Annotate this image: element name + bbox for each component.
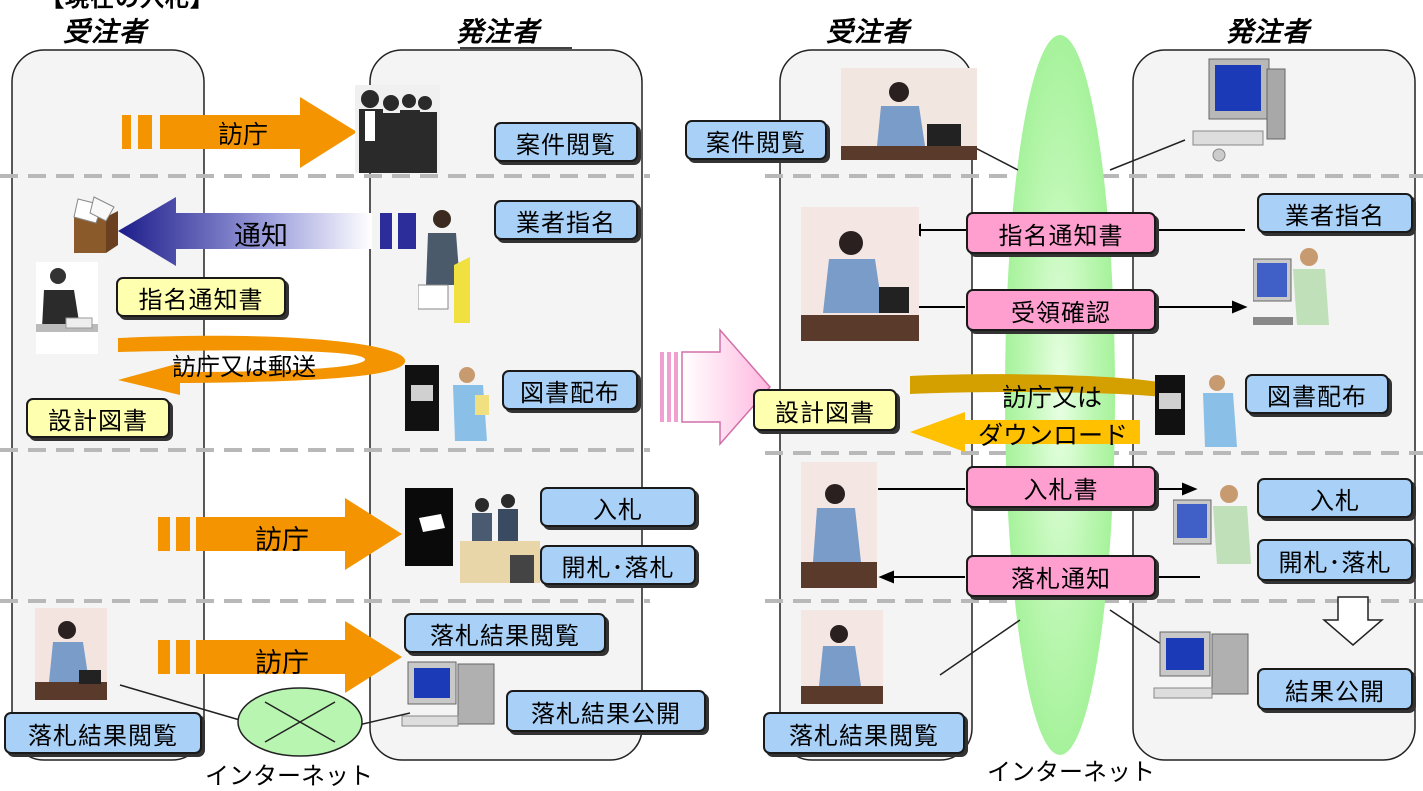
left-award-result-view-client-box: 落札結果閲覧 — [404, 613, 606, 653]
left-visit-label-2: 訪庁 — [255, 525, 309, 556]
left-mailbox-icon — [66, 195, 126, 255]
left-arrow-visit-2 — [158, 498, 402, 570]
left-vendor-nomination-box: 業者指名 — [494, 200, 638, 240]
right-client-worker-figure — [1253, 245, 1333, 343]
left-bid-box: 入札 — [540, 487, 696, 527]
left-visit-label-3: 訪庁 — [255, 648, 309, 679]
right-vendor-nomination-box: 業者指名 — [1257, 193, 1413, 233]
left-notify-label: 通知 — [234, 221, 288, 252]
right-design-drawings-box: 設計図書 — [753, 389, 897, 431]
right-handshake-photo — [1155, 375, 1247, 447]
left-arrow-visit-3 — [158, 621, 402, 693]
right-award-notice-box: 落札通知 — [966, 555, 1156, 597]
left-bid-photo-dark — [405, 488, 453, 566]
right-client-computer-1 — [1183, 55, 1287, 165]
left-case-view-box: 案件閲覧 — [494, 122, 638, 162]
left-handshake-photo — [405, 365, 495, 445]
right-arrow-visit-or-download — [910, 374, 1185, 452]
right-bid-photo — [801, 462, 877, 588]
left-visit-label-1: 訪庁 — [218, 120, 269, 149]
left-drawing-distribution-box: 図書配布 — [502, 370, 638, 410]
right-drawing-distribution-box: 図書配布 — [1245, 374, 1389, 414]
left-arrow-visit-1 — [122, 97, 357, 168]
right-contractor-header: 受注者 — [826, 17, 910, 48]
left-client-header: 発注者 — [456, 17, 540, 48]
left-bid-panel-photo — [460, 487, 540, 583]
right-arrow-bid — [878, 482, 1198, 496]
right-nomination-photo — [801, 207, 919, 341]
right-nomination-notice-box: 指名通知書 — [966, 212, 1156, 254]
right-bid-client-figure — [1173, 478, 1255, 578]
left-people-lineup-photo — [355, 85, 440, 173]
left-computer-icon — [398, 660, 502, 738]
right-result-publish-box: 結果公開 — [1257, 668, 1413, 710]
left-header-partial: 【現在の入札】 — [40, 0, 215, 13]
right-client-computer-2 — [1150, 630, 1252, 710]
left-award-result-publish-box: 落札結果公開 — [506, 690, 706, 732]
right-visit-or-download-label-2: ダウンロード — [978, 421, 1129, 450]
right-arrow-receipt — [918, 300, 1248, 314]
left-result-photo — [35, 608, 107, 700]
right-bid-form-box: 入札書 — [966, 466, 1156, 508]
left-internet-label: インターネット — [205, 762, 373, 790]
left-deskworker-photo — [36, 262, 98, 354]
left-nomination-notice-box: 指名通知書 — [116, 277, 286, 317]
left-contractor-header: 受注者 — [63, 17, 147, 48]
right-client-header: 発注者 — [1226, 17, 1310, 48]
left-arrow-visit-or-mail — [118, 335, 406, 395]
left-award-result-view-contractor-box: 落札結果閲覧 — [4, 712, 202, 754]
left-design-drawings-box: 設計図書 — [26, 398, 170, 438]
right-down-arrow — [1321, 596, 1385, 646]
right-bid-box: 入札 — [1257, 478, 1413, 518]
right-case-view-box: 案件閲覧 — [685, 120, 827, 160]
right-case-view-photo — [841, 68, 977, 160]
left-opening-award-box: 開札･落札 — [540, 545, 696, 585]
right-result-photo — [801, 610, 883, 704]
left-visit-or-mail-label: 訪庁又は郵送 — [172, 353, 316, 381]
right-opening-award-box: 開札･落札 — [1257, 539, 1413, 581]
right-internet-label: インターネット — [987, 758, 1155, 786]
left-nominator-figure — [418, 205, 474, 325]
right-receipt-confirmation-box: 受領確認 — [966, 289, 1156, 331]
left-internet-oval — [119, 684, 411, 757]
transition-arrow — [660, 328, 771, 446]
right-award-result-view-box: 落札結果閲覧 — [763, 712, 965, 754]
right-arrow-award — [878, 570, 1200, 584]
right-visit-or-download-label-1: 訪庁又は — [1002, 383, 1103, 412]
left-arrow-notify — [118, 197, 416, 266]
